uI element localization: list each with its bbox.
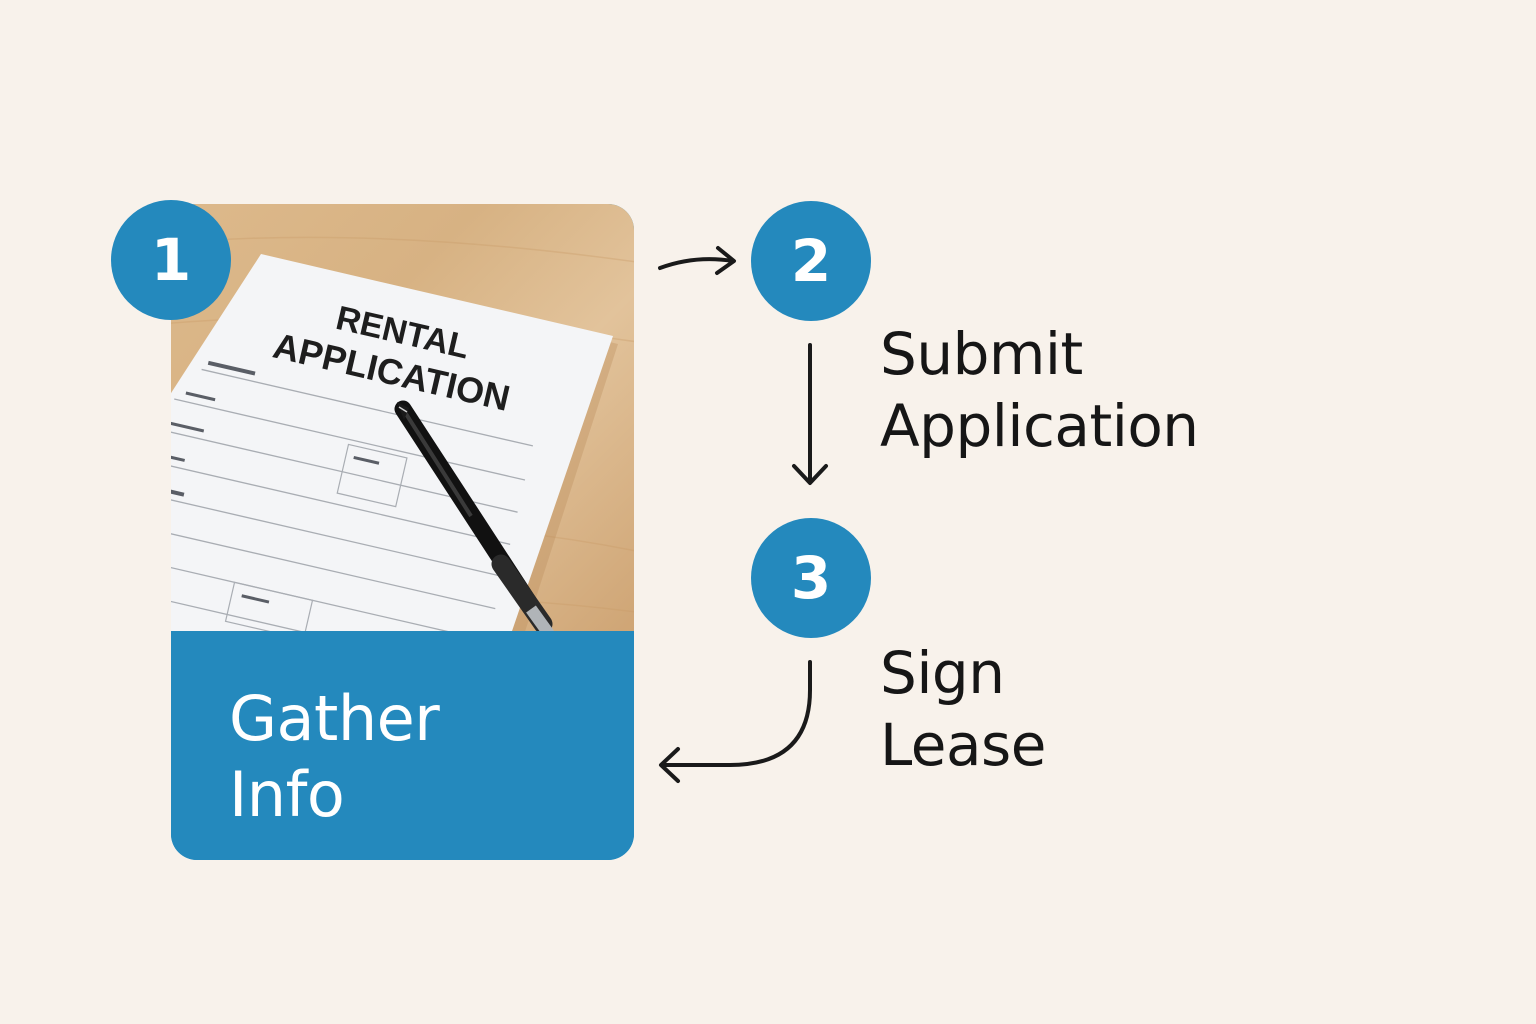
gather-info-band: Gather Info — [171, 631, 634, 860]
arrowhead-step3 — [792, 464, 828, 485]
step-1-label-line2: Info — [229, 758, 345, 831]
gather-info-card: RENTAL APPLICATION — [171, 204, 634, 860]
arrow-step3-to-card — [660, 660, 812, 767]
step-2-label-line2: Application — [880, 392, 1199, 460]
pen-icon — [394, 400, 554, 631]
step-2-label-line1: Submit — [880, 320, 1083, 388]
rental-application-photo: RENTAL APPLICATION — [171, 204, 634, 631]
step-2-badge: 2 — [751, 201, 871, 321]
step-1-label-line1: Gather — [229, 682, 440, 755]
step-3-badge: 3 — [751, 518, 871, 638]
step-2-label: Submit Application — [880, 318, 1199, 462]
arrowhead-step2 — [715, 246, 736, 275]
step-3-label: Sign Lease — [880, 637, 1046, 781]
step-1-badge: 1 — [111, 200, 231, 320]
arrowhead-card — [659, 747, 680, 783]
step-3-label-line1: Sign — [880, 639, 1005, 707]
arrow-step1-to-step2 — [658, 257, 735, 270]
step-3-label-line2: Lease — [880, 711, 1046, 779]
step-1-label: Gather Info — [229, 681, 440, 833]
application-paper — [171, 254, 613, 631]
rental-application-illustration: RENTAL APPLICATION — [171, 236, 634, 631]
